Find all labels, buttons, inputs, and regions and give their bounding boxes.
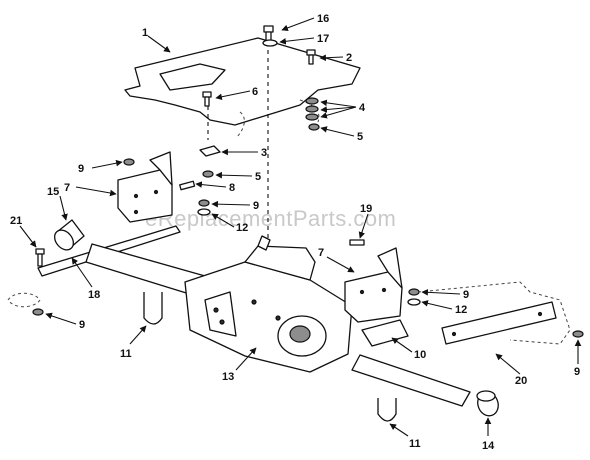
- ghost-outline-right: [417, 281, 571, 345]
- spacer-3: [199, 145, 221, 157]
- callout-7-left: 7: [64, 182, 70, 194]
- nut-stack-4: [305, 97, 319, 121]
- callout-9-lower-left: 9: [79, 319, 85, 331]
- callout-12-center: 12: [236, 222, 248, 234]
- bolt-6: [202, 91, 212, 107]
- callout-10: 10: [414, 349, 426, 361]
- callout-18: 18: [88, 289, 100, 301]
- callout-9-left: 9: [78, 163, 84, 175]
- bolt-2: [306, 49, 316, 65]
- transaxle-housing: [184, 235, 353, 373]
- callout-7-right: 7: [318, 247, 324, 259]
- sleeve-15: [53, 219, 85, 251]
- nut-5-lower: [202, 170, 214, 178]
- watermark: eReplacementParts.com: [145, 206, 396, 231]
- callout-5-lower: 5: [255, 171, 261, 183]
- bolt-19: [349, 239, 365, 246]
- bracket-left: [117, 151, 173, 223]
- callout-2: 2: [346, 52, 352, 64]
- callout-16: 16: [317, 13, 329, 25]
- callout-17: 17: [317, 33, 329, 45]
- plate-10: [361, 319, 409, 347]
- callout-11-left: 11: [120, 348, 132, 360]
- callout-6: 6: [252, 86, 258, 98]
- nut-9-left: [123, 158, 135, 166]
- ghost-washer-left: [7, 292, 41, 308]
- callout-3: 3: [261, 147, 267, 159]
- callout-5-upper: 5: [357, 131, 363, 143]
- mounting-plate: [124, 37, 361, 340]
- nut-9-far-right: [572, 330, 584, 338]
- callout-11-right: 11: [409, 438, 421, 450]
- washer-12-center: [197, 208, 211, 216]
- cap-14: [476, 390, 499, 417]
- callout-9-center: 9: [253, 200, 259, 212]
- callout-14: 14: [482, 440, 495, 452]
- callout-labels: 1 16 17 2 6 4 5 3 9 7 5 8 15 9 12 21 19 …: [10, 13, 580, 452]
- nut-9-lower-left: [32, 308, 44, 316]
- callout-4: 4: [359, 102, 366, 114]
- callout-9-right: 9: [463, 289, 469, 301]
- nut-9-center: [198, 199, 210, 207]
- leader-lines: [19, 17, 582, 437]
- callout-20: 20: [515, 375, 527, 387]
- bolt-21: [35, 248, 45, 267]
- bar-20: [441, 301, 557, 345]
- bolt-8: [179, 180, 196, 191]
- bracket-right: [344, 247, 403, 323]
- callout-13: 13: [222, 371, 234, 383]
- callout-8: 8: [229, 182, 235, 194]
- callout-1: 1: [142, 27, 148, 39]
- washer-12-right: [407, 298, 421, 306]
- callout-15: 15: [47, 186, 59, 198]
- callout-21: 21: [10, 215, 22, 227]
- callout-12-right: 12: [455, 304, 467, 316]
- washer-17: [262, 39, 278, 47]
- callout-19: 19: [360, 203, 372, 215]
- callout-9-far-right: 9: [574, 366, 580, 378]
- u-bolt-left: [143, 292, 163, 325]
- nut-9-right: [408, 288, 420, 296]
- u-bolt-right: [377, 398, 397, 422]
- nut-5-upper: [308, 123, 320, 131]
